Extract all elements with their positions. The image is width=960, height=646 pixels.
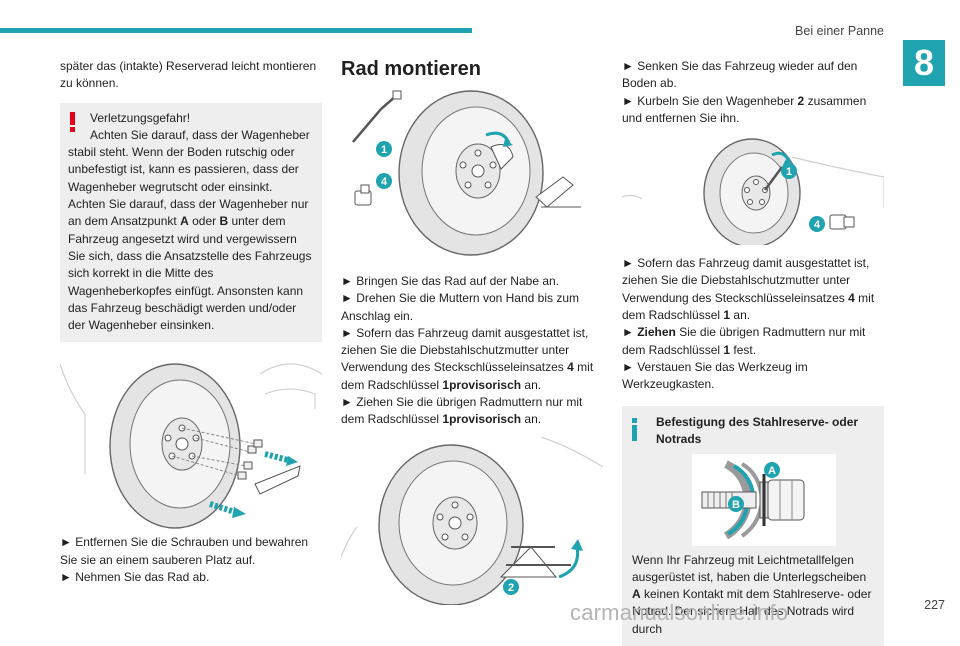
page-number: 227 <box>924 598 945 612</box>
label-4: 4 <box>381 176 388 188</box>
watermark: carmanualsonline.info <box>570 600 789 625</box>
step-retract-jack: ► Kurbeln Sie den Wagenheber 2 zusammen … <box>622 93 867 125</box>
warning-title: Verletzungsgefahr! <box>90 110 191 125</box>
step-lower-vehicle: ► Senken Sie das Fahrzeug wieder auf den… <box>622 59 858 91</box>
label-1: 1 <box>381 144 387 156</box>
label-2: 2 <box>508 582 514 594</box>
info-text: Wenn Ihr Fahrzeug mit Leichtmetallfelgen… <box>632 552 872 636</box>
step-antitheft-nut-final: ► Sofern das Fahrzeug damit ausgestattet… <box>622 256 875 323</box>
chapter-tab: 8 <box>903 40 945 86</box>
header-accent-bar <box>0 28 472 33</box>
step-remove-screws: ► Entfernen Sie die Schrauben und bewahr… <box>60 535 309 567</box>
label-A: A <box>768 465 776 477</box>
lower-jack-illustration: 2 <box>340 436 604 606</box>
column-1: später das (intakte) Reserverad leicht m… <box>59 58 323 586</box>
step-tighten-others: ► Ziehen Sie die übrigen Radmuttern nur … <box>341 395 583 427</box>
column-2: Rad montieren 1 4 <box>340 58 604 606</box>
step-hand-tighten: ► Drehen Sie die Muttern von Hand bis zu… <box>341 291 579 323</box>
wheel-bolt-illustration: A B <box>656 453 874 546</box>
info-box: Befestigung des Stahlreserve- oder Notra… <box>622 405 884 646</box>
warning-icon <box>70 111 75 132</box>
step-antitheft-nut: ► Sofern das Fahrzeug damit ausgestattet… <box>341 325 594 392</box>
remove-wheel-illustration <box>59 354 323 530</box>
section-heading: Rad montieren <box>341 58 482 80</box>
intro-text: später das (intakte) Reserverad leicht m… <box>60 59 317 91</box>
info-title: Befestigung des Stahlreserve- oder Notra… <box>656 414 859 446</box>
warning-text-1: Achten Sie darauf, dass der Wagenheber s… <box>68 127 310 194</box>
mount-wheel-illustration: 1 4 <box>341 87 603 259</box>
label-B: B <box>732 499 740 511</box>
info-icon <box>632 417 637 441</box>
step-tighten-final: ► Ziehen Sie die übrigen Radmuttern nur … <box>622 325 866 357</box>
step-stow-tools: ► Verstauen Sie das Werkzeug im Werkzeug… <box>622 359 808 392</box>
label-1: 1 <box>786 166 792 178</box>
label-4: 4 <box>814 219 821 231</box>
warning-box: Verletzungsgefahr! Achten Sie darauf, da… <box>60 102 322 343</box>
column-3: ► Senken Sie das Fahrzeug wieder auf den… <box>621 58 885 646</box>
tighten-nut-illustration: 1 4 <box>621 137 885 248</box>
label-1-badge: 1 <box>376 141 392 157</box>
step-remove-wheel: ► Nehmen Sie das Rad ab. <box>60 570 210 585</box>
step-place-wheel: ► Bringen Sie das Rad auf der Nabe an. <box>341 274 560 288</box>
section-title: Bei einer Panne <box>795 24 884 38</box>
warning-text-2: Achten Sie darauf, dass der Wagenheber n… <box>68 197 312 333</box>
